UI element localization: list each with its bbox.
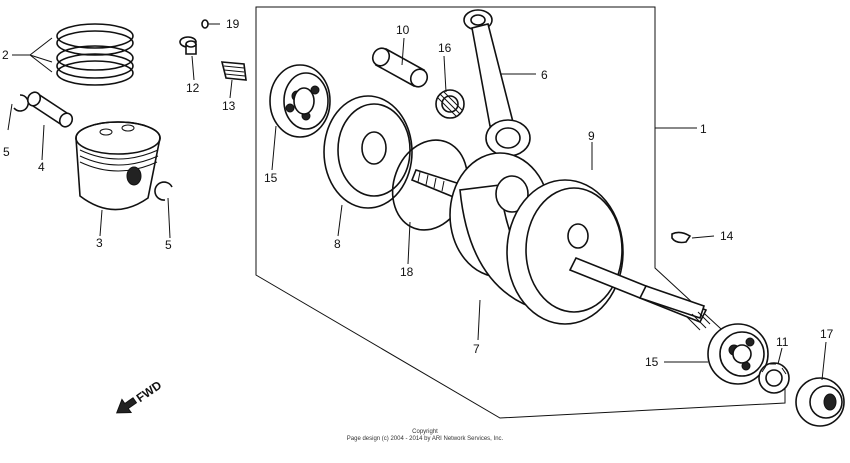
fwd-arrow: FWD (115, 378, 165, 414)
crank-shaft-right (568, 256, 711, 331)
shim-disc (323, 95, 413, 209)
callout-19: 19 (226, 17, 240, 31)
callout-13: 13 (222, 99, 236, 113)
callout-11: 11 (776, 335, 789, 349)
callout-1: 1 (700, 122, 707, 136)
assembly-outline (255, 6, 786, 419)
callout-17: 17 (820, 327, 834, 341)
crank-pin (371, 47, 429, 88)
piston (75, 121, 161, 211)
callout-15-right: 15 (645, 355, 659, 369)
copyright-line-2: Page design (c) 2004 - 2014 by ARI Netwo… (347, 436, 504, 442)
callout-18: 18 (400, 265, 414, 279)
needle-bearing (435, 89, 465, 119)
callout-10: 10 (396, 23, 410, 37)
callout-12: 12 (186, 81, 200, 95)
connecting-rod (463, 9, 531, 157)
fwd-label: FWD (134, 378, 165, 405)
washer (201, 19, 209, 29)
callout-2: 2 (2, 48, 9, 62)
spring (220, 61, 247, 81)
callout-3: 3 (96, 236, 103, 250)
crank-wheel-right (506, 179, 624, 325)
callout-16: 16 (438, 41, 452, 55)
callout-4: 4 (38, 160, 45, 174)
callout-14: 14 (720, 229, 734, 243)
piston-clip-right (154, 181, 173, 201)
bearing-right (707, 323, 769, 385)
bolt (179, 36, 197, 55)
piston-clip-left (13, 94, 29, 112)
nut (758, 362, 790, 394)
callout-6: 6 (541, 68, 548, 82)
leader-lines (7, 23, 827, 381)
copyright-line-1: Copyright (412, 429, 438, 435)
callout-5-left: 5 (3, 145, 10, 159)
piston-pin (26, 91, 74, 128)
oil-seal (795, 377, 845, 427)
callout-9: 9 (588, 129, 595, 143)
bearing-left (269, 64, 331, 138)
callout-8: 8 (334, 237, 341, 251)
piston-rings (56, 23, 134, 86)
callout-5-right: 5 (165, 238, 172, 252)
key (671, 231, 692, 244)
callout-7: 7 (473, 342, 480, 356)
callout-15-left: 15 (264, 171, 278, 185)
